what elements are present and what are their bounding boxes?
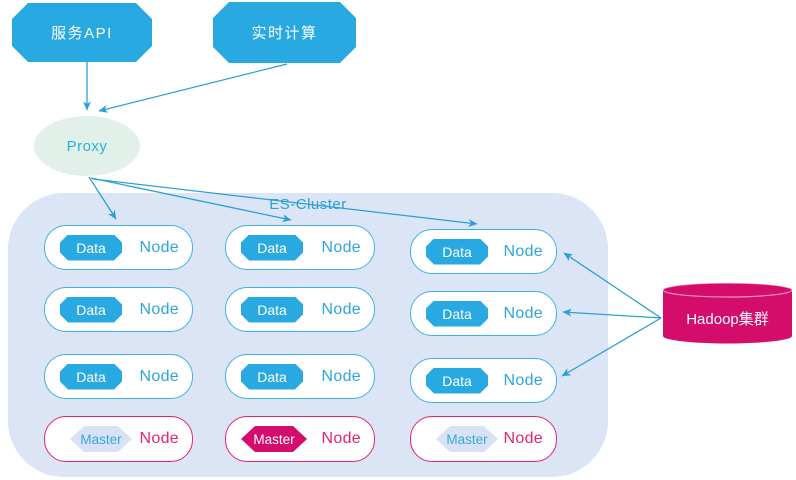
- es-cluster-label: ES-Cluster: [269, 196, 347, 213]
- source-service-api-label: 服务API: [51, 25, 113, 42]
- hadoop-cluster-label: Hadoop集群: [686, 311, 769, 328]
- node-label: Node: [321, 367, 361, 385]
- node-label: Node: [139, 367, 179, 385]
- node-label: Node: [139, 430, 179, 447]
- master-node-active: Master Node: [225, 416, 375, 462]
- arrow-realtime-to-proxy: [98, 63, 288, 113]
- node-label: Node: [321, 300, 361, 318]
- node-label: Node: [503, 304, 543, 322]
- data-badge: Data: [426, 368, 488, 394]
- node-label: Node: [139, 300, 179, 318]
- source-realtime-compute-shape: 实时计算: [213, 2, 356, 63]
- master-badge: Master: [436, 426, 498, 452]
- data-node: Data Node: [225, 354, 375, 399]
- data-badge: Data: [60, 297, 122, 323]
- data-node: Data Node: [44, 225, 193, 270]
- data-badge: Data: [60, 364, 122, 390]
- node-label: Node: [503, 430, 543, 447]
- master-node-standby: Master Node: [44, 416, 193, 462]
- data-badge: Data: [241, 297, 303, 323]
- data-badge: Data: [426, 301, 488, 327]
- data-node: Data Node: [44, 354, 193, 399]
- node-label: Node: [139, 238, 179, 256]
- proxy-ellipse: Proxy: [34, 116, 140, 176]
- proxy-label: Proxy: [66, 137, 108, 155]
- data-node: Data Node: [225, 287, 375, 332]
- data-node: Data Node: [225, 225, 375, 270]
- data-badge: Data: [60, 235, 122, 261]
- data-node: Data Node: [44, 287, 193, 332]
- master-node-standby: Master Node: [410, 416, 557, 462]
- data-badge: Data: [241, 235, 303, 261]
- node-label: Node: [321, 430, 361, 447]
- master-badge: Master: [70, 426, 132, 452]
- data-badge: Data: [426, 239, 488, 265]
- data-node: Data Node: [410, 229, 557, 274]
- data-badge: Data: [241, 364, 303, 390]
- source-service-api-shape: 服务API: [12, 3, 152, 62]
- data-node: Data Node: [410, 358, 557, 403]
- node-label: Node: [321, 238, 361, 256]
- master-badge: Master: [241, 426, 307, 452]
- data-node: Data Node: [410, 291, 557, 336]
- node-label: Node: [503, 371, 543, 389]
- node-label: Node: [503, 242, 543, 260]
- source-realtime-compute-label: 实时计算: [251, 25, 318, 42]
